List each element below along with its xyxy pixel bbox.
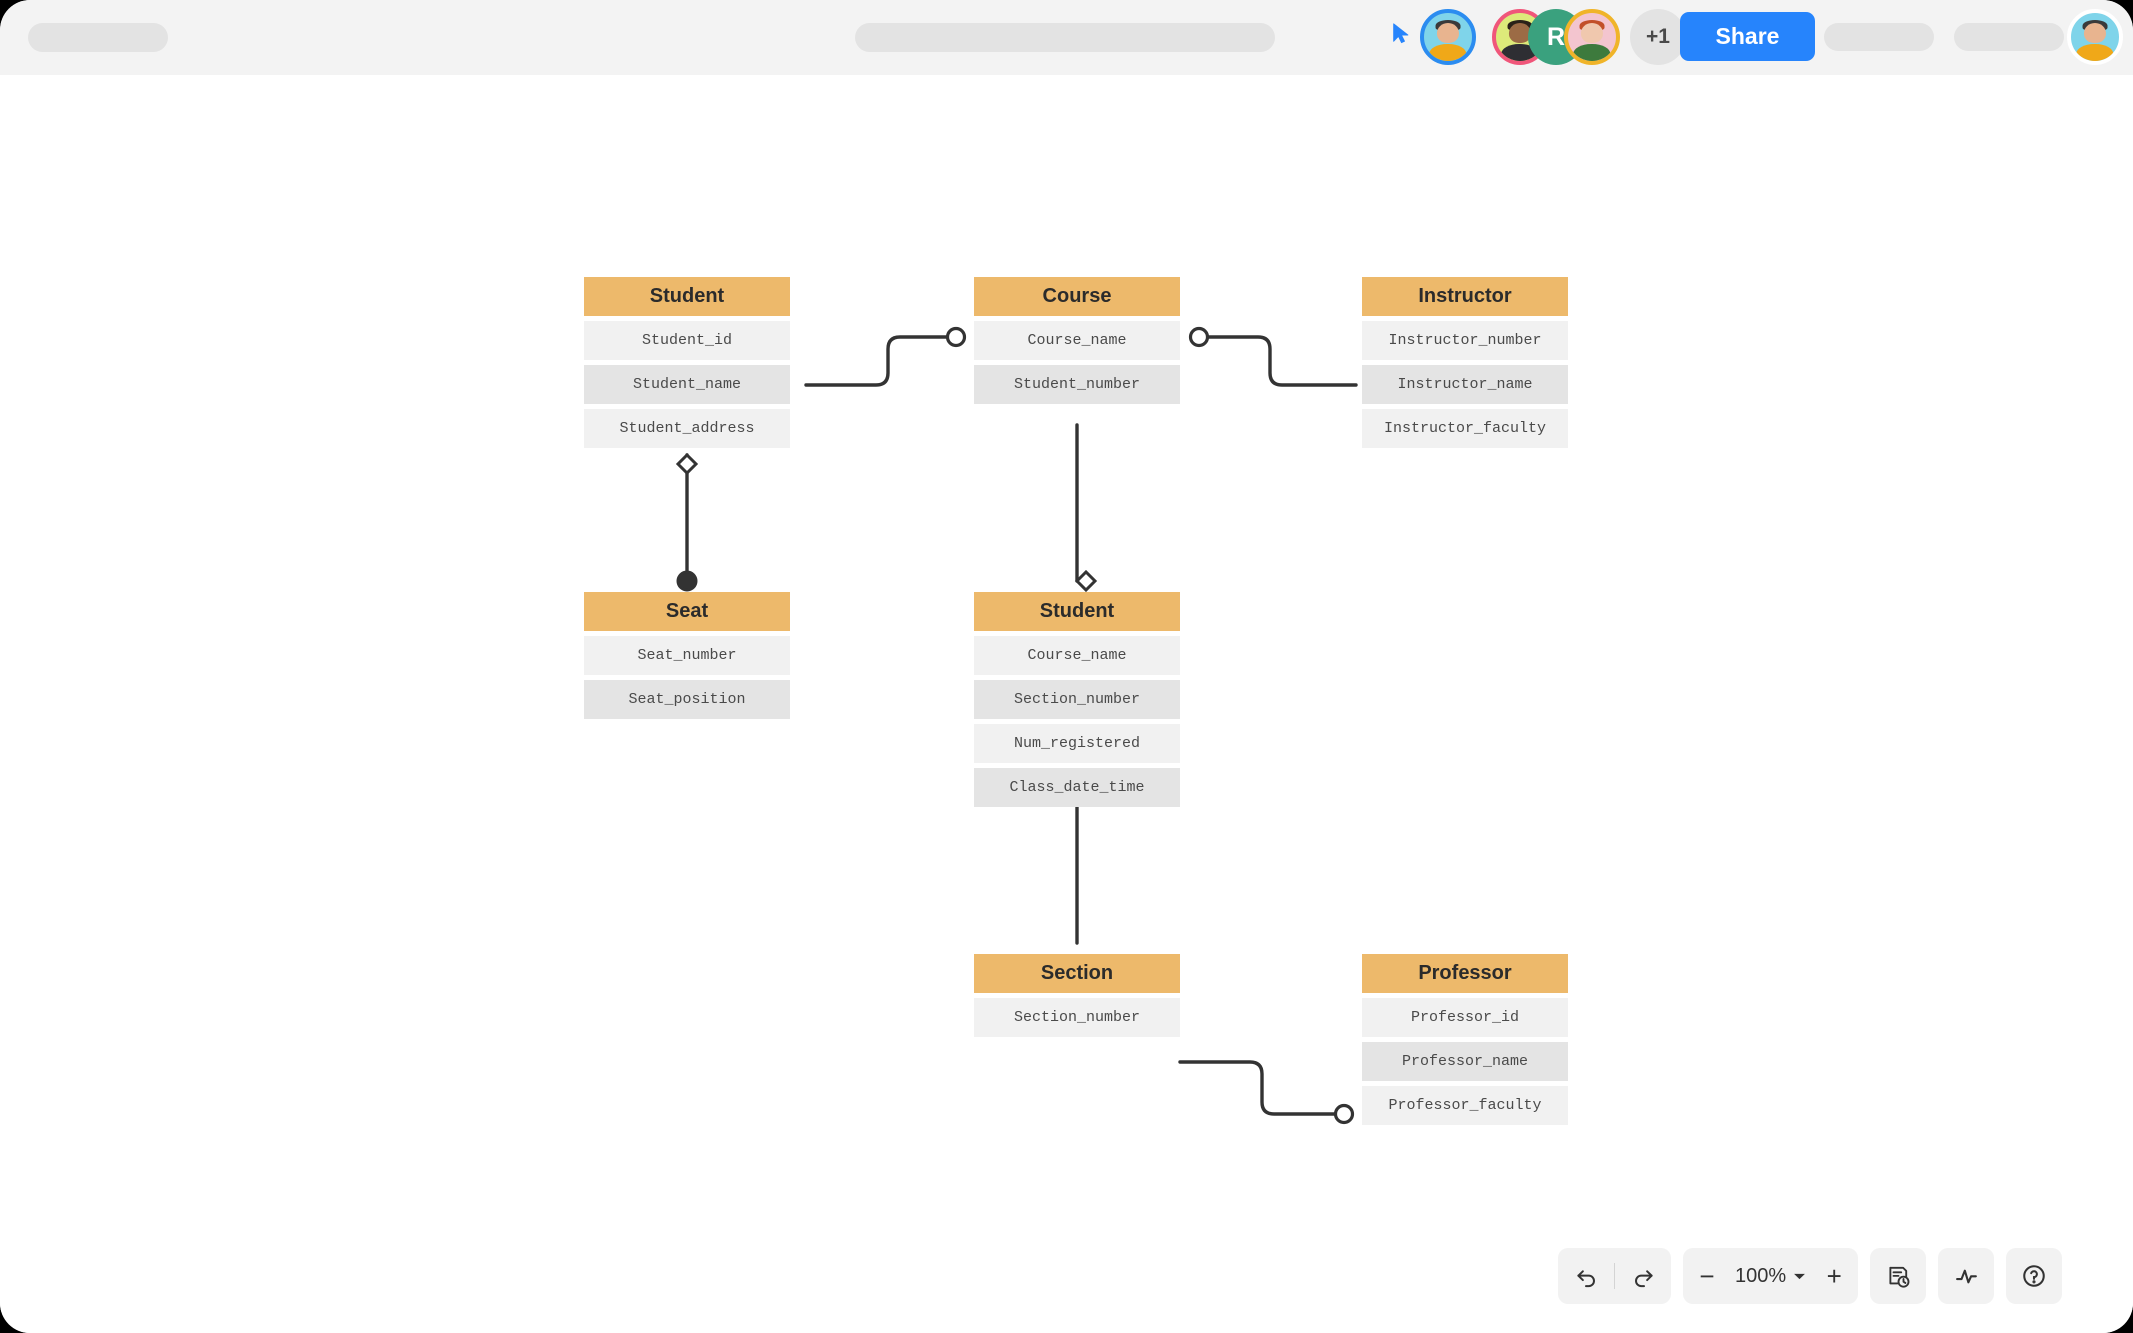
entity-field[interactable]: Course_name: [974, 321, 1180, 360]
zoom-in-button[interactable]: +: [1826, 1260, 1842, 1291]
marker-circle-open: [1188, 326, 1210, 348]
chevron-down-icon: [1794, 1273, 1806, 1279]
entity-course[interactable]: Course Course_name Student_number: [974, 277, 1180, 404]
header-placeholder-a[interactable]: [1824, 23, 1934, 51]
zoom-out-button[interactable]: −: [1699, 1260, 1715, 1291]
redo-button[interactable]: [1615, 1248, 1671, 1304]
entity-title: Professor: [1362, 954, 1568, 993]
search-bar-placeholder[interactable]: [855, 23, 1275, 52]
entity-field[interactable]: Instructor_number: [1362, 321, 1568, 360]
entity-field[interactable]: Professor_id: [1362, 998, 1568, 1037]
toolbar-divider: [1614, 1263, 1615, 1289]
entity-field[interactable]: Seat_position: [584, 680, 790, 719]
connector-course-instructor: [1202, 335, 1358, 387]
marker-circle-filled: [676, 570, 698, 592]
current-user-avatar[interactable]: [2067, 9, 2123, 65]
entity-instructor[interactable]: Instructor Instructor_number Instructor_…: [1362, 277, 1568, 448]
entity-professor[interactable]: Professor Professor_id Professor_name Pr…: [1362, 954, 1568, 1125]
entity-title: Section: [974, 954, 1180, 993]
help-icon[interactable]: [2006, 1248, 2062, 1304]
entity-field[interactable]: Num_registered: [974, 724, 1180, 763]
entity-field[interactable]: Professor_faculty: [1362, 1086, 1568, 1125]
avatar[interactable]: [1420, 9, 1476, 65]
document-title-placeholder[interactable]: [28, 23, 168, 52]
entity-section[interactable]: Section Section_number: [974, 954, 1180, 1037]
share-button[interactable]: Share: [1680, 12, 1815, 61]
entity-field[interactable]: Instructor_name: [1362, 365, 1568, 404]
connector-section-professor: [1178, 1060, 1342, 1116]
bottom-right-toolbar: − 100% +: [1558, 1248, 2063, 1304]
marker-circle-open: [1333, 1103, 1355, 1125]
entity-field[interactable]: Class_date_time: [974, 768, 1180, 807]
undo-button[interactable]: [1558, 1248, 1614, 1304]
entity-title: Seat: [584, 592, 790, 631]
activity-group: [1938, 1248, 1995, 1304]
entity-field[interactable]: Instructor_faculty: [1362, 409, 1568, 448]
marker-diamond-open: [675, 452, 699, 476]
header-placeholder-b[interactable]: [1954, 23, 2064, 51]
entity-field[interactable]: Student_name: [584, 365, 790, 404]
undo-redo-group: [1558, 1248, 1671, 1304]
avatar-overflow-badge[interactable]: +1: [1630, 9, 1686, 65]
entity-title: Student: [584, 277, 790, 316]
marker-diamond-open: [1074, 569, 1098, 593]
entity-title: Instructor: [1362, 277, 1568, 316]
entity-seat[interactable]: Seat Seat_number Seat_position: [584, 592, 790, 719]
zoom-level-label: 100%: [1735, 1264, 1787, 1287]
version-history-icon[interactable]: [1870, 1248, 1926, 1304]
marker-circle-open: [945, 326, 967, 348]
top-header-bar: R +1 Share: [0, 0, 2133, 75]
entity-field[interactable]: Section_number: [974, 998, 1180, 1037]
entity-field[interactable]: Student_address: [584, 409, 790, 448]
entity-student[interactable]: Student Student_id Student_name Student_…: [584, 277, 790, 448]
entity-title: Student: [974, 592, 1180, 631]
pointer-cursor-icon: [1390, 21, 1412, 45]
diagram-canvas[interactable]: Student Student_id Student_name Student_…: [0, 75, 2133, 1333]
entity-field[interactable]: Student_id: [584, 321, 790, 360]
connector-student-course: [804, 335, 955, 387]
entity-field[interactable]: Seat_number: [584, 636, 790, 675]
zoom-control-group: − 100% +: [1683, 1248, 1859, 1304]
avatar[interactable]: [1564, 9, 1620, 65]
activity-icon[interactable]: [1938, 1248, 1994, 1304]
help-group: [2006, 1248, 2063, 1304]
entity-field[interactable]: Professor_name: [1362, 1042, 1568, 1081]
entity-field[interactable]: Course_name: [974, 636, 1180, 675]
entity-title: Course: [974, 277, 1180, 316]
entity-field[interactable]: Section_number: [974, 680, 1180, 719]
entity-field[interactable]: Student_number: [974, 365, 1180, 404]
history-group: [1870, 1248, 1927, 1304]
zoom-level-dropdown[interactable]: 100%: [1731, 1265, 1810, 1288]
entity-student-2[interactable]: Student Course_name Section_number Num_r…: [974, 592, 1180, 807]
